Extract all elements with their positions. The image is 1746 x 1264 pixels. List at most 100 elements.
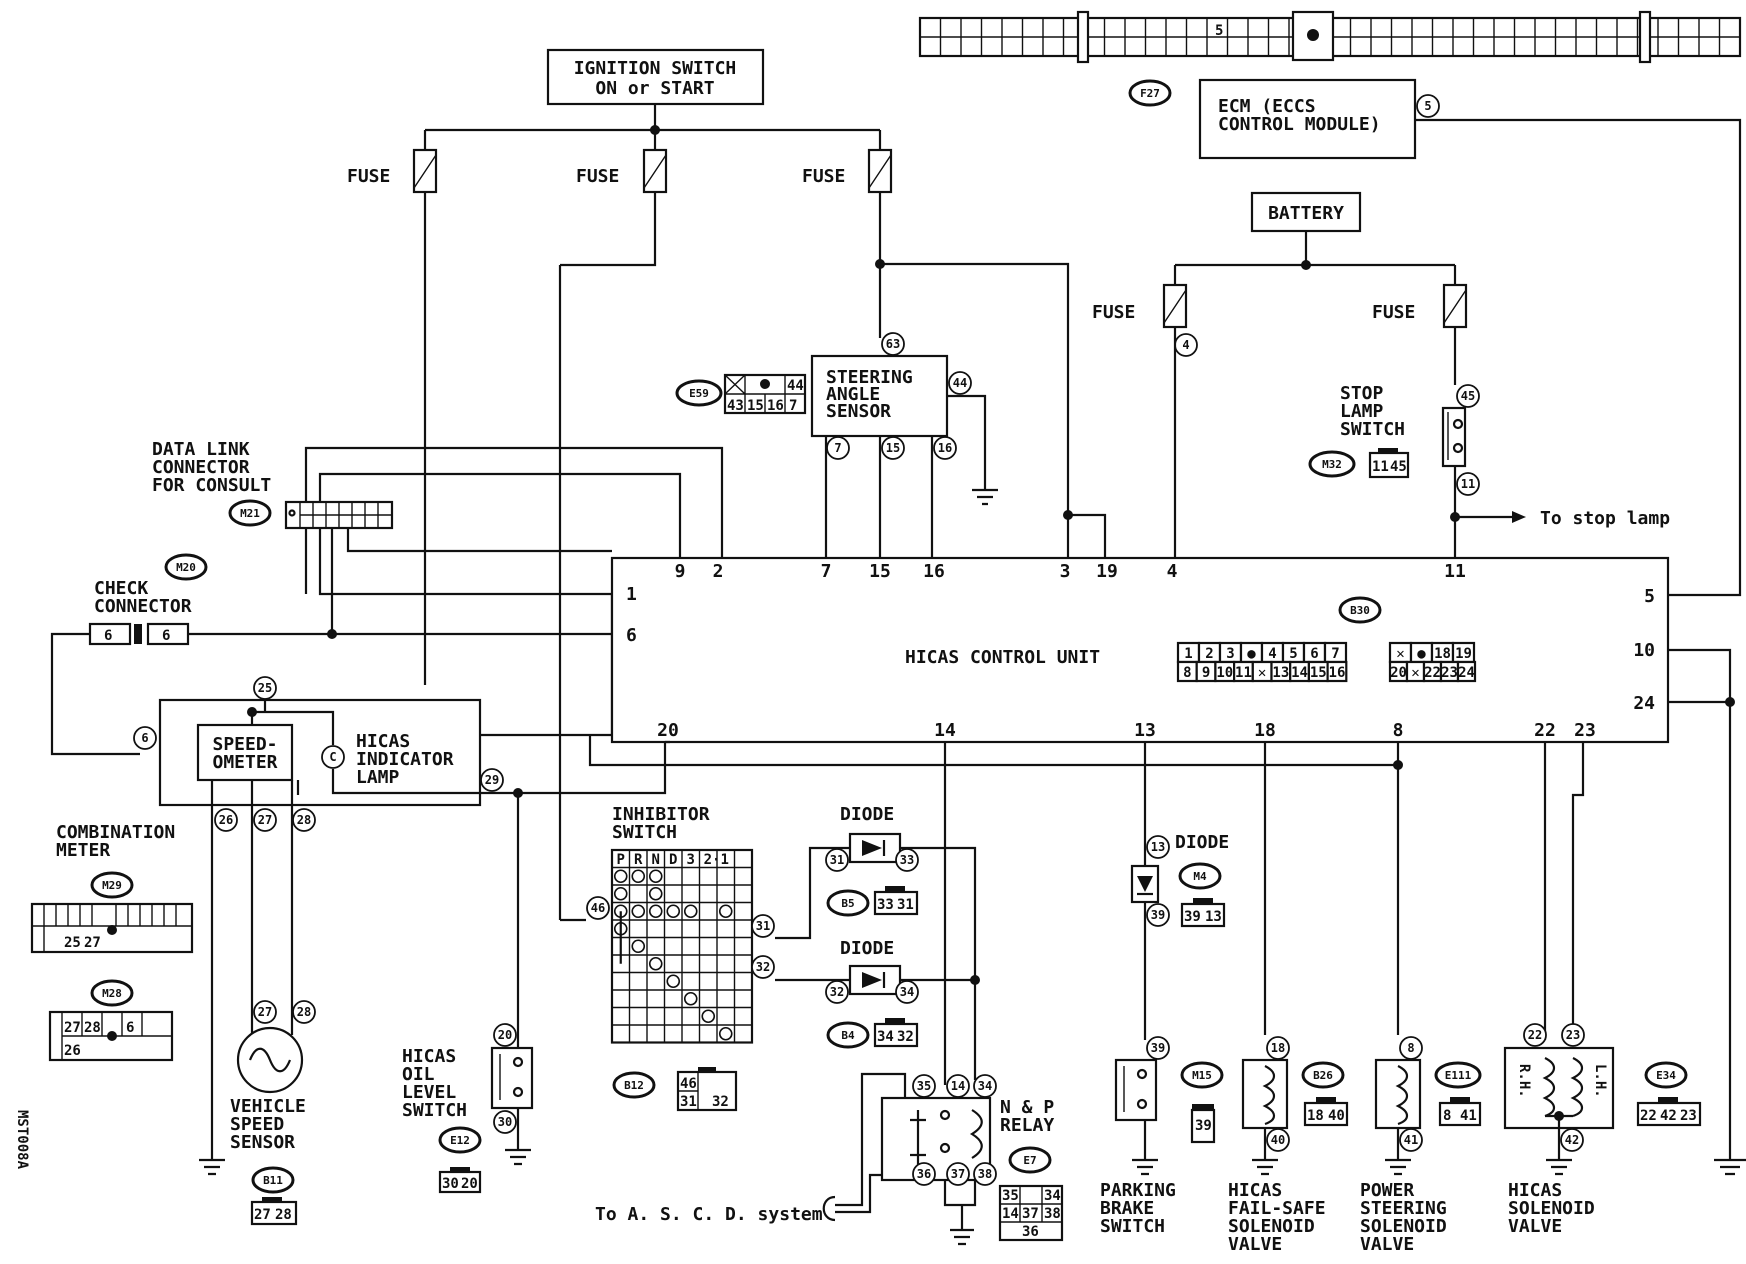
svg-text:FUSE: FUSE bbox=[576, 166, 619, 187]
pin-oil-20: 20 bbox=[493, 1023, 517, 1047]
connector-tag-f27: F27 bbox=[1128, 79, 1172, 107]
svg-text:INDICATOR: INDICATOR bbox=[356, 749, 454, 770]
pin-inh-32: 32 bbox=[751, 955, 775, 979]
pin-relay-37: 37 bbox=[946, 1162, 970, 1186]
pin-stop-11: 11 bbox=[1456, 472, 1480, 496]
svg-text:DATA LINK: DATA LINK bbox=[152, 439, 250, 460]
power-steering-solenoid-valve: POWER STEERING SOLENOID VALVE bbox=[1360, 1058, 1447, 1255]
svg-text:STOP: STOP bbox=[1340, 383, 1384, 404]
pin-d2-32: 32 bbox=[825, 980, 849, 1004]
svg-text:22: 22 bbox=[1424, 665, 1441, 681]
connector-tag-m15: M15 bbox=[1180, 1061, 1224, 1089]
vehicle-speed-sensor: VEHICLE SPEED SENSOR bbox=[230, 1000, 306, 1153]
svg-text:31: 31 bbox=[897, 897, 914, 913]
svg-text:HICAS: HICAS bbox=[402, 1046, 456, 1067]
connector-tag-b4: B4 bbox=[826, 1021, 870, 1049]
svg-text:34: 34 bbox=[1044, 1188, 1061, 1204]
terminal-label: 14 bbox=[934, 720, 956, 741]
svg-text:CONTROL MODULE): CONTROL MODULE) bbox=[1218, 114, 1381, 135]
svg-text:27: 27 bbox=[84, 935, 101, 951]
svg-text:LAMP: LAMP bbox=[1340, 401, 1384, 422]
terminal-label: 22 bbox=[1534, 720, 1556, 741]
terminal-label: 10 bbox=[1633, 640, 1655, 661]
connector-tag-m20: M20 bbox=[164, 553, 208, 581]
connector-tag-b11: B11 bbox=[251, 1166, 295, 1194]
svg-text:INHIBITOR: INHIBITOR bbox=[612, 804, 710, 825]
svg-text:E59: E59 bbox=[689, 387, 709, 400]
connector-tag-m32: M32 bbox=[1308, 450, 1356, 478]
svg-text:STEERING: STEERING bbox=[1360, 1198, 1447, 1219]
svg-text:13: 13 bbox=[1205, 909, 1222, 925]
svg-text:40: 40 bbox=[1328, 1108, 1345, 1124]
svg-text:R: R bbox=[634, 852, 643, 868]
svg-text:32: 32 bbox=[712, 1094, 729, 1110]
svg-text:27: 27 bbox=[258, 1005, 272, 1019]
svg-text:22: 22 bbox=[1640, 1108, 1657, 1124]
svg-text:34: 34 bbox=[877, 1029, 894, 1045]
svg-text:M15: M15 bbox=[1192, 1069, 1212, 1082]
svg-text:25: 25 bbox=[258, 681, 272, 695]
svg-text:45: 45 bbox=[1390, 459, 1407, 475]
diagram-code: MST008A bbox=[14, 1110, 30, 1170]
svg-text:30: 30 bbox=[442, 1176, 459, 1192]
svg-text:10: 10 bbox=[1216, 665, 1233, 681]
pin-sas-63: 63 bbox=[881, 332, 905, 356]
pin-relay-35: 35 bbox=[912, 1074, 936, 1098]
svg-text:32: 32 bbox=[897, 1029, 914, 1045]
terminal-label: 5 bbox=[1644, 586, 1655, 607]
svg-text:28: 28 bbox=[297, 813, 311, 827]
svg-text:M21: M21 bbox=[240, 507, 260, 520]
svg-text:11: 11 bbox=[1235, 665, 1252, 681]
pin-ps-8: 8 bbox=[1399, 1036, 1423, 1060]
pin-sas-44: 44 bbox=[948, 371, 972, 395]
svg-text:32: 32 bbox=[756, 960, 770, 974]
svg-text:SOLENOID: SOLENOID bbox=[1360, 1216, 1447, 1237]
svg-text:DIODE: DIODE bbox=[1175, 832, 1229, 853]
svg-text:16: 16 bbox=[938, 441, 952, 455]
svg-text:9: 9 bbox=[1202, 665, 1210, 681]
svg-text:IGNITION SWITCH: IGNITION SWITCH bbox=[574, 58, 737, 79]
svg-text:POWER: POWER bbox=[1360, 1180, 1414, 1201]
svg-text:18: 18 bbox=[1434, 646, 1451, 662]
svg-text:D: D bbox=[669, 852, 677, 868]
svg-text:HICAS CONTROL UNIT: HICAS CONTROL UNIT bbox=[905, 647, 1100, 668]
svg-text:14: 14 bbox=[1291, 665, 1308, 681]
svg-text:VALVE: VALVE bbox=[1360, 1234, 1414, 1255]
connector-m32-face: 11 45 bbox=[1368, 448, 1410, 479]
combination-meter-label: COMBINATION bbox=[56, 822, 175, 843]
svg-text:28: 28 bbox=[275, 1207, 292, 1223]
pin-vss-27: 27 bbox=[253, 1000, 277, 1024]
pin-indicator-c: C bbox=[321, 745, 345, 769]
svg-text:B11: B11 bbox=[263, 1174, 283, 1187]
svg-text:ECM (ECCS: ECM (ECCS bbox=[1218, 96, 1316, 117]
svg-text:34: 34 bbox=[978, 1079, 992, 1093]
connector-tag-m4: M4 bbox=[1178, 862, 1222, 890]
svg-text:28: 28 bbox=[84, 1020, 101, 1036]
svg-text:DIODE: DIODE bbox=[840, 938, 894, 959]
connector-tag-b30: B30 bbox=[1338, 596, 1382, 624]
svg-text:B5: B5 bbox=[841, 897, 854, 910]
svg-text:N: N bbox=[652, 852, 660, 868]
svg-text:27: 27 bbox=[64, 1020, 81, 1036]
connector-e111-face: 8 41 bbox=[1438, 1097, 1482, 1127]
svg-text:8: 8 bbox=[1183, 665, 1191, 681]
svg-text:CONNECTOR: CONNECTOR bbox=[152, 457, 250, 478]
fuse-battery-right: FUSE bbox=[1372, 265, 1468, 329]
fuse-battery-left: FUSE bbox=[1092, 265, 1188, 329]
svg-text:27: 27 bbox=[258, 813, 272, 827]
fuse-1: FUSE bbox=[347, 130, 438, 194]
pin-inh-31: 31 bbox=[751, 914, 775, 938]
svg-text:E7: E7 bbox=[1023, 1154, 1036, 1167]
svg-text:29: 29 bbox=[485, 773, 499, 787]
check-connector: CHECK CONNECTOR 6 6 bbox=[88, 578, 192, 646]
svg-text:FUSE: FUSE bbox=[802, 166, 845, 187]
pin-sas-15: 15 bbox=[881, 436, 905, 460]
connector-tag-e7: E7 bbox=[1008, 1146, 1052, 1174]
svg-text:16: 16 bbox=[767, 398, 784, 414]
connector-b4-face: 34 32 bbox=[873, 1018, 919, 1048]
svg-text:31: 31 bbox=[756, 919, 770, 933]
pin-meter-26: 26 bbox=[214, 808, 238, 832]
pin-fs-18: 18 bbox=[1266, 1036, 1290, 1060]
svg-text:20: 20 bbox=[1390, 665, 1407, 681]
